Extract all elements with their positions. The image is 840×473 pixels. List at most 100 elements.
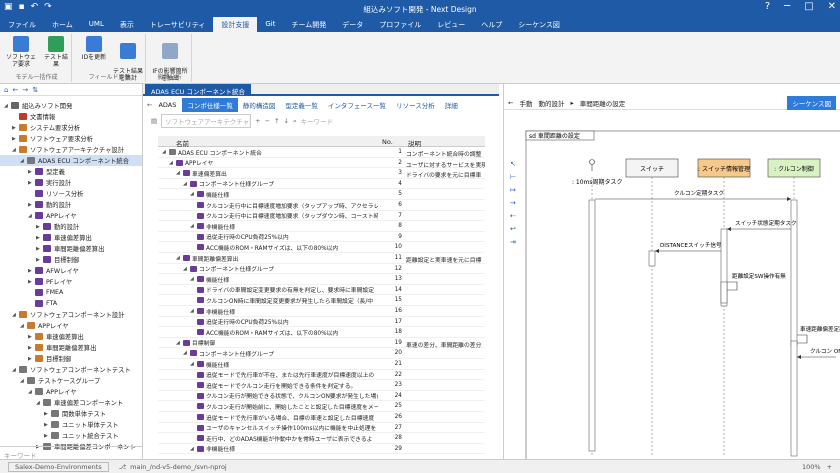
tree-item[interactable]: FMEA xyxy=(0,287,142,298)
menu-item[interactable]: チーム開発 xyxy=(291,21,327,29)
chevron-down-icon[interactable]: ◢ xyxy=(20,377,24,384)
menu-item[interactable]: シーケンス図 xyxy=(518,21,560,29)
close-icon[interactable]: ✕ xyxy=(827,1,836,12)
tree-item[interactable]: 文書情報 xyxy=(0,111,142,122)
activation-bar[interactable] xyxy=(648,250,656,267)
software-requirement-button[interactable]: ソフトウェア要求 xyxy=(6,36,36,68)
chevron-right-icon[interactable]: ▶ xyxy=(12,135,16,142)
filter-input[interactable]: ソフトウェアアーキテクチャ設計 xyxy=(161,114,252,128)
palette-tool-icon[interactable]: → xyxy=(510,199,516,207)
add-icon[interactable]: + xyxy=(255,117,261,125)
chevron-right-icon[interactable]: ▶ xyxy=(28,333,32,340)
tree-item[interactable]: ◢車速偏差コンポーネント xyxy=(0,397,142,408)
navigator-search-input[interactable]: キーワード xyxy=(0,446,142,460)
chevron-down-icon[interactable]: ◢ xyxy=(12,146,16,153)
chevron-down-icon[interactable]: ◢ xyxy=(190,223,194,230)
maximize-icon[interactable]: □ xyxy=(804,1,814,12)
back-icon[interactable]: ← xyxy=(508,98,514,107)
undo-icon[interactable]: ↶ xyxy=(30,2,39,12)
chevron-down-icon[interactable]: ◢ xyxy=(162,149,166,155)
view-back-icon[interactable]: ← xyxy=(147,101,153,109)
forward-icon[interactable]: → xyxy=(22,86,29,94)
activation-bar[interactable] xyxy=(720,228,728,307)
menu-item[interactable]: ファイル xyxy=(8,21,36,29)
menu-item[interactable]: ホーム xyxy=(52,21,73,29)
redo-icon[interactable]: ↷ xyxy=(44,2,52,12)
chevron-right-icon[interactable]: ▶ xyxy=(28,355,32,362)
tree-item[interactable]: ▶実行設計 xyxy=(0,177,142,188)
view-back-label[interactable]: ADAS xyxy=(158,101,177,109)
breadcrumb-item[interactable]: 車間距離の設定 xyxy=(579,99,626,108)
tree-item[interactable]: ◢ADAS ECU コンポーネント統合 xyxy=(0,155,142,166)
test-result-button[interactable]: テスト結果 xyxy=(42,36,70,68)
activation-bar[interactable] xyxy=(720,281,728,304)
menu-item[interactable]: プロファイル xyxy=(379,21,422,29)
menu-item[interactable]: ヘルプ xyxy=(481,21,503,29)
move-up-icon[interactable]: ↑ xyxy=(274,117,280,125)
menu-item[interactable]: レビュー xyxy=(437,21,466,29)
search-icon[interactable]: ⌕ xyxy=(292,116,297,125)
chevron-right-icon[interactable]: ▶ xyxy=(44,410,48,417)
tree-item[interactable]: ◢APPレイヤ xyxy=(0,320,142,331)
chevron-right-icon[interactable]: ▶ xyxy=(28,278,32,285)
tree-item[interactable]: ▶ユニット単体テスト xyxy=(0,419,142,430)
tree-item[interactable]: ▶システム要求分析 xyxy=(0,122,142,133)
sync-icon[interactable]: ⇅ xyxy=(32,86,39,94)
view-tab[interactable]: インタフェース一覧 xyxy=(327,102,387,110)
tree-item[interactable]: FTA xyxy=(0,298,142,309)
tree-item[interactable]: ▶動的設計 xyxy=(0,199,142,210)
tree-item[interactable]: ◢APPレイヤ xyxy=(0,210,142,221)
tree-item[interactable]: ▶目標制御 xyxy=(0,353,142,364)
chevron-down-icon[interactable]: ◢ xyxy=(183,180,187,187)
chevron-right-icon[interactable]: ▶ xyxy=(28,344,32,351)
tool-select[interactable]: 手動 xyxy=(519,99,533,108)
zoom-label[interactable]: 100% xyxy=(801,462,821,471)
chevron-down-icon[interactable]: ◢ xyxy=(183,350,187,357)
activation-bar[interactable] xyxy=(790,340,798,457)
column-description[interactable]: 説明 xyxy=(408,140,421,148)
help-icon[interactable]: ? xyxy=(764,1,771,12)
palette-tool-icon[interactable]: ⇠ xyxy=(510,212,516,220)
chevron-right-icon[interactable]: ▶ xyxy=(36,223,40,230)
filter-icon[interactable]: ▤ xyxy=(151,117,158,125)
chevron-down-icon[interactable]: ◢ xyxy=(176,170,180,177)
chevron-down-icon[interactable]: ◢ xyxy=(4,102,8,109)
branch-label[interactable]: main_/nd-v5-demo_/svn-nproj xyxy=(130,462,227,471)
activation-bar[interactable] xyxy=(588,199,596,452)
tree-item[interactable]: ▶車間距離偏差算出 xyxy=(0,342,142,353)
chevron-down-icon[interactable]: ◢ xyxy=(36,399,40,406)
view-tab[interactable]: 型定義一覧 xyxy=(285,102,318,110)
grid-search-input[interactable]: キーワード xyxy=(300,118,334,126)
chevron-down-icon[interactable]: ◢ xyxy=(20,322,24,329)
chevron-right-icon[interactable]: ▶ xyxy=(28,201,32,208)
chevron-down-icon[interactable]: ◢ xyxy=(28,212,32,219)
chevron-down-icon[interactable]: ◢ xyxy=(12,311,16,318)
back-icon[interactable]: ← xyxy=(12,86,19,94)
menu-item[interactable]: トレーサビリティ xyxy=(149,21,206,29)
lifeline-label[interactable]: : 10ms周期タスク xyxy=(572,178,623,186)
chevron-down-icon[interactable]: ◢ xyxy=(190,361,194,367)
column-name[interactable]: 名前 xyxy=(176,140,189,148)
tree-item[interactable]: ▶AFWレイヤ xyxy=(0,265,142,276)
tree-item[interactable]: リソース分析 xyxy=(0,188,142,199)
table-row[interactable]: 追従モードでクルコン走行を開始できる条件を判定する。23 xyxy=(158,380,485,391)
tree-item[interactable]: ▶PFレイヤ xyxy=(0,276,142,287)
palette-tool-icon[interactable]: ↖ xyxy=(510,160,516,168)
